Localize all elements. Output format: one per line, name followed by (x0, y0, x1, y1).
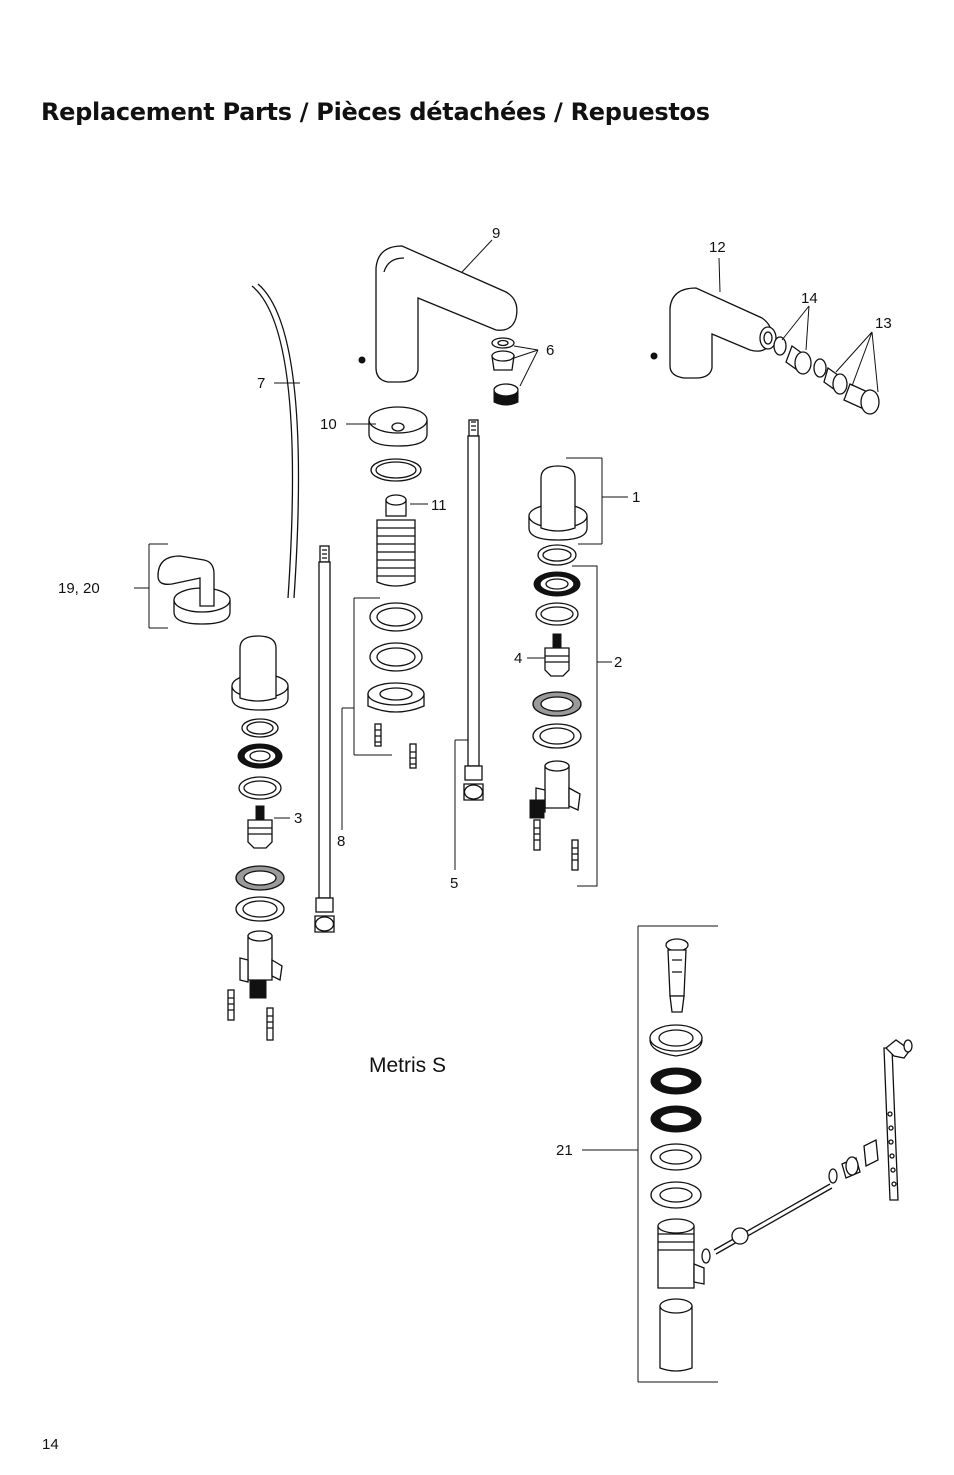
valve-assembly-part-3 (227, 635, 289, 1041)
callout-21: 21 (556, 1142, 573, 1159)
supply-hose-part-8 (314, 545, 335, 933)
callout-8: 8 (337, 833, 345, 850)
bidet-spout-part-12 (650, 287, 777, 379)
callout-4: 4 (514, 650, 522, 667)
threaded-sleeve-part-11 (370, 458, 422, 587)
supply-hose-part-5 (463, 419, 484, 801)
drain-assembly-part-21 (649, 938, 913, 1372)
callout-2: 2 (614, 654, 622, 671)
lever-handle-part-19-20 (157, 555, 231, 625)
mounting-kit (367, 602, 425, 769)
callout-19-20: 19, 20 (58, 580, 100, 597)
escutcheon-part-10 (368, 406, 428, 447)
callout-1: 1 (632, 489, 640, 506)
callout-5: 5 (450, 875, 458, 892)
spout-part-9 (358, 245, 518, 383)
callout-14: 14 (801, 290, 818, 307)
pull-rod-part-7 (251, 283, 300, 599)
callout-labels: 9 12 14 13 6 7 10 11 1 19, 20 4 2 3 8 5 … (58, 225, 892, 1159)
valve-handle-part-1 (528, 465, 588, 541)
callout-12: 12 (709, 239, 726, 256)
bidet-jet-parts-14-13 (773, 336, 880, 415)
leader-lines (134, 239, 879, 1383)
aerator-part-6 (491, 337, 519, 406)
model-name: Metris S (369, 1054, 446, 1077)
callout-7: 7 (257, 375, 265, 392)
callout-3: 3 (294, 810, 302, 827)
callout-9: 9 (492, 225, 500, 242)
callout-11: 11 (431, 497, 447, 514)
callout-6: 6 (546, 342, 554, 359)
page-number: 14 (42, 1436, 59, 1453)
page-title: Replacement Parts / Pièces détachées / R… (41, 98, 710, 126)
valve-assembly-part-2 (529, 544, 582, 871)
callout-13: 13 (875, 315, 892, 332)
callout-10: 10 (320, 416, 337, 433)
